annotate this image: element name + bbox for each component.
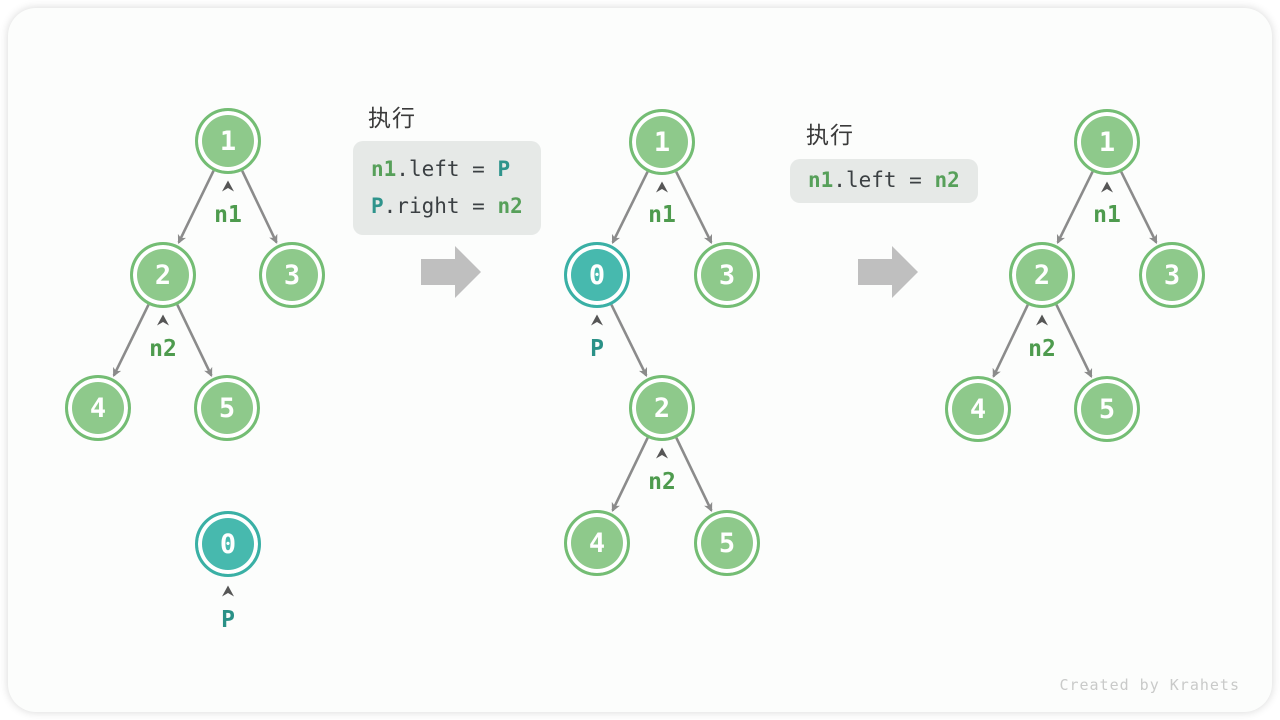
code-box-1: n1.left = P P.right = n2 bbox=[353, 141, 541, 235]
node-value: 1 bbox=[653, 126, 671, 158]
tree3-node-5: 5 bbox=[1074, 376, 1140, 442]
node-value: 0 bbox=[588, 259, 606, 291]
code-token: .left = bbox=[833, 168, 935, 192]
code-token: P bbox=[497, 157, 511, 181]
tree3-node-3: 3 bbox=[1139, 242, 1205, 308]
tree2-node-0: 0 bbox=[564, 242, 630, 308]
pointer-label-n1: n1 bbox=[1093, 202, 1121, 228]
watermark-credit: Created by Krahets bbox=[1059, 676, 1240, 694]
pointer-label-n2: n2 bbox=[1028, 336, 1056, 362]
node-value: 2 bbox=[1033, 259, 1051, 291]
code-token: P bbox=[371, 194, 384, 218]
tree2-node-5: 5 bbox=[694, 510, 760, 576]
code-box-2: n1.left = n2 bbox=[790, 159, 978, 203]
node-value: 2 bbox=[653, 392, 671, 424]
node-value: 1 bbox=[219, 125, 237, 157]
tree1-node-0-detached: 0 bbox=[195, 511, 261, 577]
code-token: n2 bbox=[934, 168, 960, 192]
tree2-node-3: 3 bbox=[694, 242, 760, 308]
tree2-node-2: 2 bbox=[629, 375, 695, 441]
figure-card bbox=[8, 8, 1272, 712]
code-token: .left = bbox=[396, 157, 498, 181]
tree1-node-1: 1 bbox=[195, 108, 261, 174]
node-value: 3 bbox=[1163, 259, 1181, 291]
exec-heading: 执行 bbox=[368, 106, 416, 132]
node-value: 4 bbox=[588, 527, 606, 559]
pointer-label-P: P bbox=[590, 336, 604, 362]
node-value: 4 bbox=[89, 392, 107, 424]
pointer-label-n2: n2 bbox=[149, 336, 177, 362]
node-value: 5 bbox=[718, 527, 736, 559]
code-token: .right = bbox=[383, 194, 498, 218]
pointer-label-n2: n2 bbox=[648, 469, 676, 495]
node-value: 3 bbox=[283, 259, 301, 291]
tree1-node-4: 4 bbox=[65, 375, 131, 441]
node-value: 4 bbox=[969, 393, 987, 425]
tree1-node-2: 2 bbox=[130, 242, 196, 308]
node-value: 1 bbox=[1098, 126, 1116, 158]
tree1-node-5: 5 bbox=[194, 375, 260, 441]
code-token: n1 bbox=[371, 157, 397, 181]
tree3-node-1: 1 bbox=[1074, 109, 1140, 175]
pointer-label-P: P bbox=[221, 607, 235, 633]
code-token: n2 bbox=[497, 194, 523, 218]
node-value: 3 bbox=[718, 259, 736, 291]
node-value: 5 bbox=[218, 392, 236, 424]
pointer-label-n1: n1 bbox=[214, 202, 242, 228]
tree2-node-1: 1 bbox=[629, 109, 695, 175]
pointer-label-n1: n1 bbox=[648, 202, 676, 228]
node-value: 0 bbox=[219, 528, 237, 560]
code-line: P.right = n2 bbox=[371, 188, 523, 225]
tree2-node-4: 4 bbox=[564, 510, 630, 576]
node-value: 5 bbox=[1098, 393, 1116, 425]
exec-heading: 执行 bbox=[806, 123, 854, 149]
tree3-node-4: 4 bbox=[945, 376, 1011, 442]
code-line: n1.left = P bbox=[371, 151, 523, 188]
tree1-node-3: 3 bbox=[259, 242, 325, 308]
code-line: n1.left = n2 bbox=[808, 162, 960, 199]
node-value: 2 bbox=[154, 259, 172, 291]
tree3-node-2: 2 bbox=[1009, 242, 1075, 308]
code-token: n1 bbox=[808, 168, 834, 192]
